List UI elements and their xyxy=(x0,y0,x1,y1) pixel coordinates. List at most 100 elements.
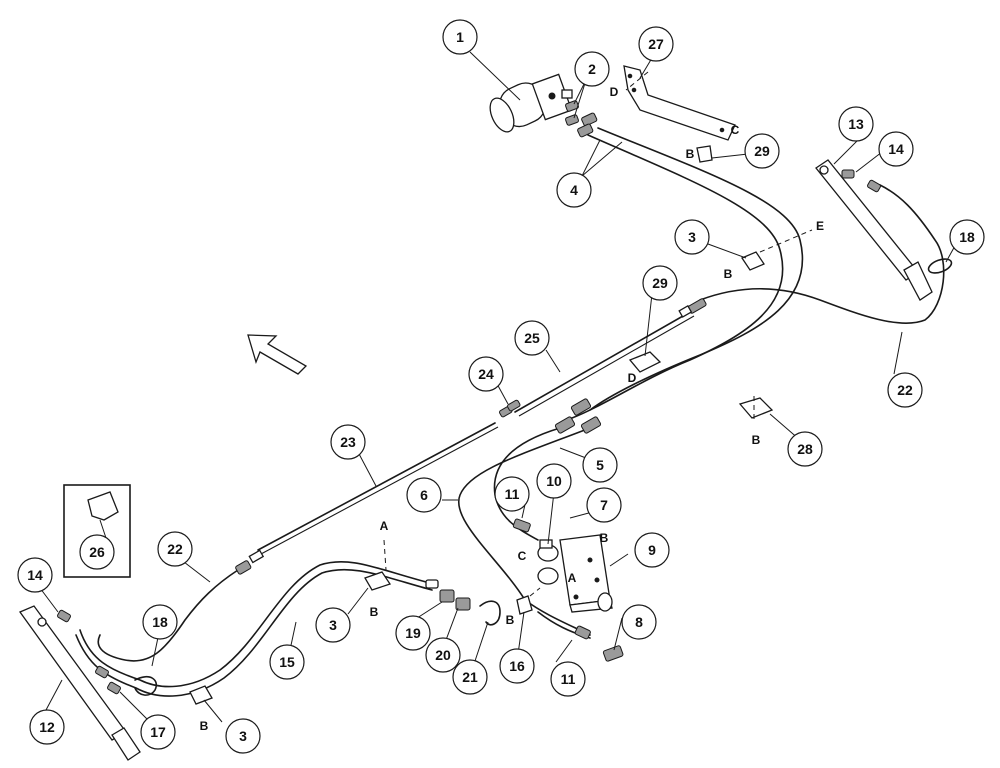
svg-text:24: 24 xyxy=(478,366,494,382)
callout-6: 6 xyxy=(406,477,442,513)
bracket-3-top xyxy=(741,251,765,271)
svg-text:15: 15 xyxy=(279,654,295,670)
svg-text:29: 29 xyxy=(652,275,668,291)
cylinder-13 xyxy=(815,159,933,301)
svg-text:7: 7 xyxy=(600,497,608,513)
callout-15: 15 xyxy=(269,644,305,680)
callout-8: 8 xyxy=(621,604,657,640)
callout-22-left: 22 xyxy=(157,531,193,567)
callout-1: 1 xyxy=(442,19,478,55)
valve-10 xyxy=(537,539,559,585)
svg-text:5: 5 xyxy=(596,457,604,473)
line-23-b xyxy=(260,426,499,555)
callout-28: 28 xyxy=(787,431,823,467)
hose-lines xyxy=(75,127,945,697)
clamp-29-top xyxy=(696,145,713,163)
svg-text:19: 19 xyxy=(405,625,421,641)
callout-13: 13 xyxy=(838,106,874,142)
fitting-14-right xyxy=(841,169,881,193)
bracket-3-bottom xyxy=(189,685,213,705)
hose-6 xyxy=(457,427,591,636)
hose-22-right xyxy=(699,184,945,324)
ref-letter-b-clamp16: B xyxy=(506,613,515,627)
svg-text:11: 11 xyxy=(561,671,576,687)
svg-text:11: 11 xyxy=(505,486,520,502)
callout-14-left: 14 xyxy=(17,557,53,593)
svg-text:21: 21 xyxy=(462,669,478,685)
svg-text:12: 12 xyxy=(39,719,55,735)
callout-19: 19 xyxy=(395,615,431,651)
bracket-28 xyxy=(738,397,774,419)
svg-text:25: 25 xyxy=(524,330,540,346)
callout-29-mid: 29 xyxy=(642,265,678,301)
ref-letter-b-28: B xyxy=(752,433,761,447)
ref-letter-c-valve: C xyxy=(518,549,527,563)
callout-11-lower: 11 xyxy=(550,661,586,697)
fittings-14-17-left xyxy=(57,609,121,695)
callout-24: 24 xyxy=(468,356,504,392)
svg-text:23: 23 xyxy=(340,434,356,450)
svg-text:1: 1 xyxy=(456,29,464,45)
callout-23: 23 xyxy=(330,424,366,460)
ref-letter-b-3mid: B xyxy=(370,605,379,619)
callout-7: 7 xyxy=(586,487,622,523)
svg-text:16: 16 xyxy=(509,658,525,674)
callout-25: 25 xyxy=(514,320,550,356)
reference-letters: D C B E B D B A C B A B B B xyxy=(200,85,824,733)
svg-text:3: 3 xyxy=(329,617,337,633)
callout-10: 10 xyxy=(536,463,572,499)
inset-box-26 xyxy=(63,484,131,578)
svg-text:10: 10 xyxy=(546,473,562,489)
ref-letter-b-top: B xyxy=(686,147,695,161)
svg-text:18: 18 xyxy=(959,229,975,245)
clamp-16 xyxy=(516,595,533,615)
fittings-19-20-21 xyxy=(425,579,501,626)
line-25 xyxy=(514,311,691,413)
fitting-8 xyxy=(602,645,624,662)
svg-text:6: 6 xyxy=(420,487,428,503)
callout-3-top: 3 xyxy=(674,219,710,255)
callout-3-mid: 3 xyxy=(315,607,351,643)
hose-15-b xyxy=(75,568,433,697)
svg-text:3: 3 xyxy=(239,728,247,744)
callout-9: 9 xyxy=(634,532,670,568)
leader-lines xyxy=(39,51,957,723)
svg-text:2: 2 xyxy=(588,61,596,77)
line-25-b xyxy=(518,315,695,417)
callout-20: 20 xyxy=(425,637,461,673)
hose-15 xyxy=(79,561,431,688)
svg-text:4: 4 xyxy=(570,182,578,198)
callout-4: 4 xyxy=(556,172,592,208)
ref-letter-c-top: C xyxy=(731,123,740,137)
callout-12: 12 xyxy=(29,709,65,745)
callout-27: 27 xyxy=(638,26,674,62)
svg-text:22: 22 xyxy=(167,541,183,557)
callout-14-right: 14 xyxy=(878,131,914,167)
bracket-3-mid xyxy=(364,571,392,591)
svg-text:28: 28 xyxy=(797,441,813,457)
svg-text:14: 14 xyxy=(27,567,43,583)
svg-text:27: 27 xyxy=(648,36,664,52)
hose-loop-18-right xyxy=(927,258,953,274)
callout-21: 21 xyxy=(452,659,488,695)
clamp-29-mid xyxy=(628,351,662,373)
fitting-11-lower xyxy=(574,625,591,640)
callout-2: 2 xyxy=(574,51,610,87)
callout-26: 26 xyxy=(79,534,115,570)
callout-29-top: 29 xyxy=(744,133,780,169)
fittings-2 xyxy=(565,100,598,138)
svg-text:29: 29 xyxy=(754,143,770,159)
cylinder-12 xyxy=(18,605,141,761)
ref-letter-a-valve: A xyxy=(568,571,577,585)
svg-text:9: 9 xyxy=(648,542,656,558)
callout-3-bottom: 3 xyxy=(225,718,261,754)
svg-text:26: 26 xyxy=(89,544,105,560)
svg-text:18: 18 xyxy=(152,614,168,630)
callout-18-right: 18 xyxy=(949,219,985,255)
hose-22-left xyxy=(97,569,239,662)
callout-22-right: 22 xyxy=(887,372,923,408)
ref-letter-d-top: D xyxy=(610,85,619,99)
bracket-27 xyxy=(623,65,736,141)
svg-text:20: 20 xyxy=(435,647,451,663)
